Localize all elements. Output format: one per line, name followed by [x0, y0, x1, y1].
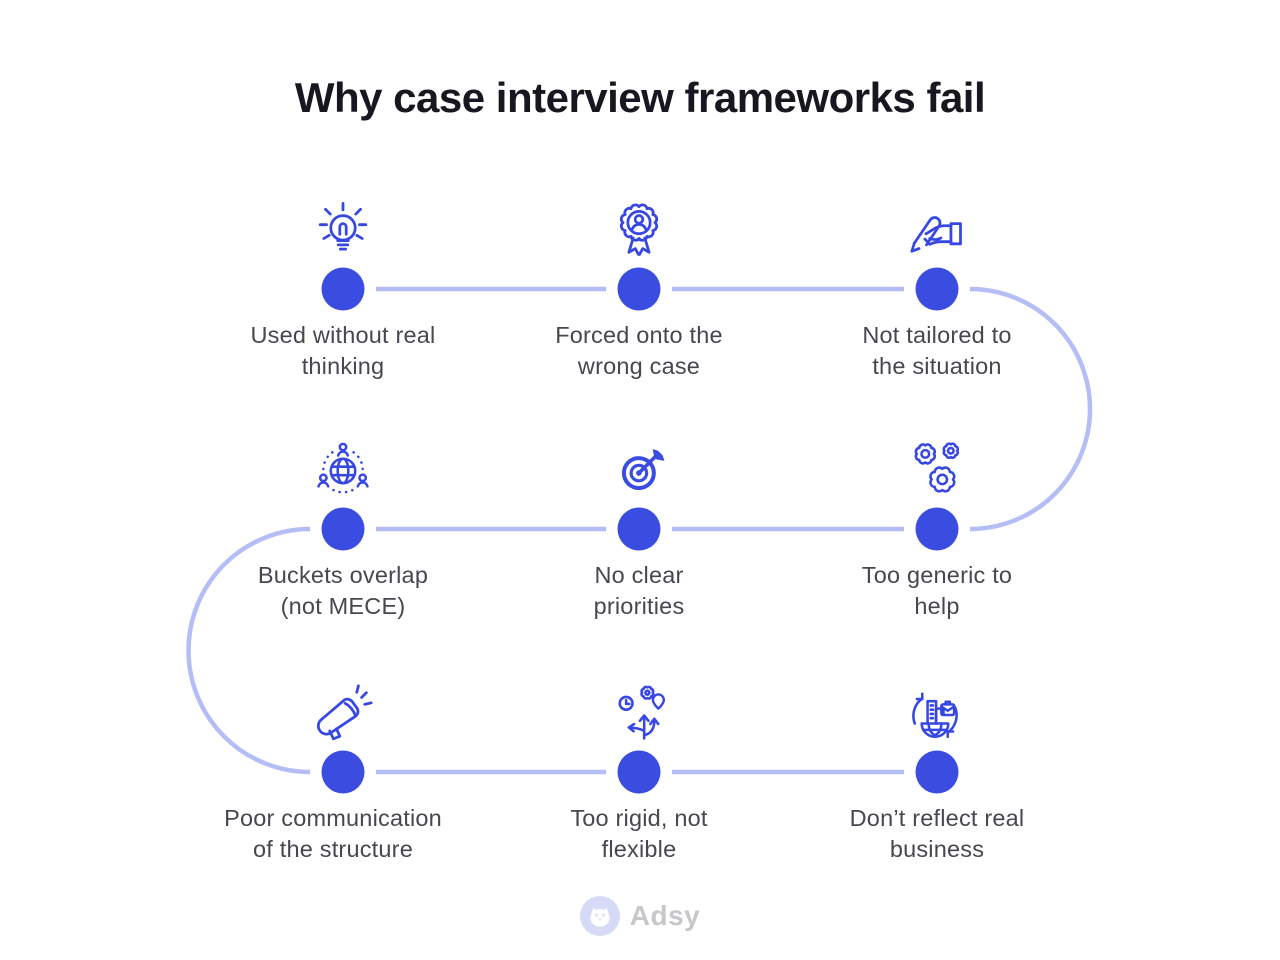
- target-icon: [621, 449, 665, 491]
- item-label: Too generic to help: [861, 562, 1013, 619]
- timeline-node-dot: [321, 267, 365, 311]
- brand-name: Adsy: [629, 900, 701, 931]
- item-label: Poor communication of the structure: [224, 805, 442, 862]
- timeline-node-dot: [617, 507, 661, 551]
- writing-hand-icon: [910, 216, 962, 253]
- timeline-node-dots: [321, 267, 959, 794]
- page-title: Why case interview frameworks fail: [294, 74, 986, 121]
- item-label: Don’t reflect real business: [849, 805, 1025, 862]
- timeline-node-dot: [915, 750, 959, 794]
- brand-footer: Adsy: [0, 893, 1280, 939]
- lightbulb-icon: [318, 202, 368, 251]
- item-label: No clear priorities: [593, 562, 685, 619]
- globe-users-icon: [317, 442, 369, 494]
- global-business-icon: [912, 692, 958, 739]
- timeline-node-dot: [915, 507, 959, 551]
- timeline-node-dot: [617, 750, 661, 794]
- timeline-node-dot: [915, 267, 959, 311]
- megaphone-icon: [317, 684, 373, 741]
- timeline-node-dot: [321, 750, 365, 794]
- gears-icon: [914, 442, 960, 493]
- brand-logo: [579, 896, 620, 936]
- timeline-node-dot: [321, 507, 365, 551]
- item-label: Too rigid, not flexible: [570, 805, 708, 862]
- timeline-node-dot: [617, 267, 661, 311]
- item-label: Buckets overlap (not MECE): [257, 562, 429, 619]
- item-label: Forced onto the wrong case: [555, 322, 723, 379]
- item-label: Used without real thinking: [250, 322, 436, 379]
- item-label: Not tailored to the situation: [862, 322, 1012, 379]
- award-badge-icon: [619, 203, 659, 256]
- branching-paths-icon: [618, 685, 666, 740]
- owl-icon: [590, 907, 610, 927]
